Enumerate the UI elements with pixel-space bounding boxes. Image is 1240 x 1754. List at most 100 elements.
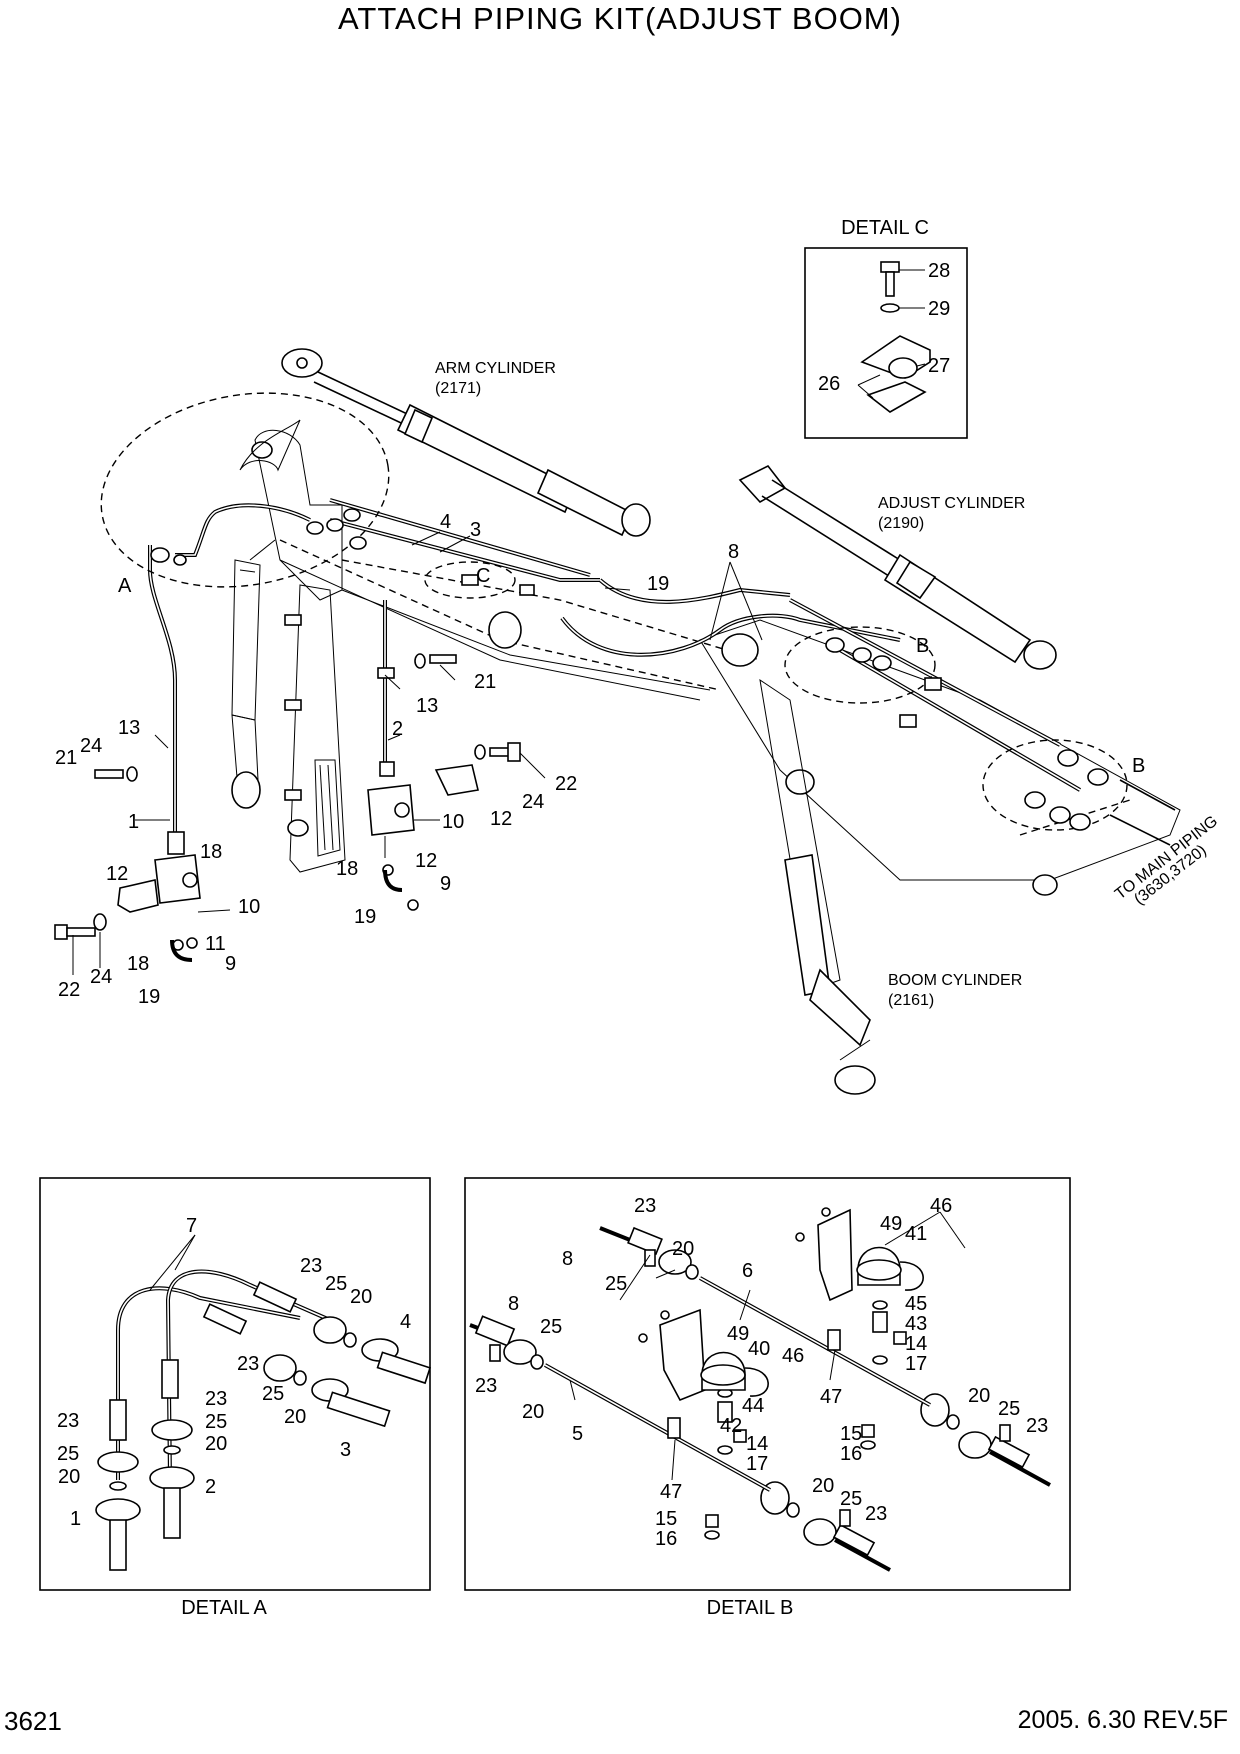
svg-text:24: 24: [522, 791, 544, 813]
svg-text:24: 24: [80, 735, 102, 757]
svg-text:49: 49: [880, 1213, 902, 1235]
svg-text:23: 23: [634, 1195, 656, 1217]
page-title: ATTACH PIPING KIT(ADJUST BOOM): [338, 1, 902, 36]
detail-c-frame: [804, 247, 968, 439]
svg-text:C: C: [476, 565, 490, 587]
svg-text:21: 21: [474, 671, 496, 693]
svg-text:22: 22: [58, 979, 80, 1001]
svg-text:20: 20: [812, 1475, 834, 1497]
svg-text:16: 16: [655, 1528, 677, 1550]
svg-text:16: 16: [840, 1443, 862, 1465]
svg-text:2: 2: [392, 718, 403, 740]
svg-text:19: 19: [354, 906, 376, 928]
detail-c-label: DETAIL C: [841, 217, 929, 239]
svg-text:25: 25: [840, 1488, 862, 1510]
svg-text:18: 18: [336, 858, 358, 880]
svg-text:4: 4: [440, 511, 451, 533]
washer-icon: [880, 303, 900, 313]
svg-text:10: 10: [442, 811, 464, 833]
svg-text:5: 5: [572, 1423, 583, 1445]
svg-text:A: A: [118, 575, 132, 597]
bolt-icon: [54, 654, 521, 940]
svg-text:44: 44: [742, 1395, 764, 1417]
svg-text:17: 17: [905, 1353, 927, 1375]
detail-b-outline-lower: [982, 739, 1128, 831]
svg-text:9: 9: [440, 873, 451, 895]
svg-text:12: 12: [490, 808, 512, 830]
svg-text:25: 25: [540, 1316, 562, 1338]
elbow-fitting: [383, 869, 403, 892]
detail-b-outline-upper: [784, 626, 936, 704]
svg-text:12: 12: [106, 863, 128, 885]
revision-date: 2005. 6.30 REV.5F: [1017, 1706, 1228, 1734]
detail-a-label: DETAIL A: [181, 1597, 267, 1619]
svg-text:6: 6: [742, 1260, 753, 1282]
svg-text:28: 28: [928, 260, 950, 282]
clamp-icon: [866, 381, 927, 413]
svg-text:25: 25: [205, 1411, 227, 1433]
svg-text:10: 10: [238, 896, 260, 918]
svg-text:13: 13: [118, 717, 140, 739]
svg-text:20: 20: [205, 1433, 227, 1455]
boom-structure: [249, 429, 1181, 896]
svg-text:15: 15: [655, 1508, 677, 1530]
svg-text:26: 26: [818, 373, 840, 395]
svg-text:23: 23: [237, 1353, 259, 1375]
svg-text:22: 22: [555, 773, 577, 795]
boom-cylinder: BOOM CYLINDER (2161): [759, 678, 1022, 1095]
svg-text:21: 21: [55, 747, 77, 769]
svg-text:4: 4: [400, 1311, 411, 1333]
svg-text:45: 45: [905, 1293, 927, 1315]
svg-text:15: 15: [840, 1423, 862, 1445]
svg-text:27: 27: [928, 355, 950, 377]
detail-a-outline: [100, 392, 390, 588]
svg-text:ADJUST CYLINDER: ADJUST CYLINDER: [878, 495, 1025, 512]
svg-text:20: 20: [522, 1401, 544, 1423]
svg-text:13: 13: [416, 695, 438, 717]
svg-text:1: 1: [128, 811, 139, 833]
svg-text:19: 19: [647, 573, 669, 595]
accumulator-icon: [700, 1246, 924, 1397]
svg-text:11: 11: [205, 933, 226, 955]
svg-text:25: 25: [998, 1398, 1020, 1420]
page-number: 3621: [4, 1706, 62, 1736]
svg-text:20: 20: [968, 1385, 990, 1407]
svg-text:8: 8: [508, 1293, 519, 1315]
svg-text:12: 12: [415, 850, 437, 872]
svg-text:18: 18: [200, 841, 222, 863]
washer-icon: [530, 1264, 960, 1540]
svg-text:19: 19: [138, 986, 160, 1008]
detail-c: DETAIL C 28 29 27 26: [804, 217, 968, 439]
svg-text:25: 25: [57, 1443, 79, 1465]
svg-text:14: 14: [905, 1333, 927, 1355]
svg-text:17: 17: [746, 1453, 768, 1475]
svg-text:20: 20: [672, 1238, 694, 1260]
washer-icon: [93, 653, 486, 951]
svg-text:43: 43: [905, 1313, 927, 1335]
svg-text:9: 9: [225, 953, 236, 975]
piping: [148, 498, 1176, 850]
svg-text:ARM CYLINDER: ARM CYLINDER: [435, 360, 556, 377]
arm-cylinder: ARM CYLINDER (2171): [281, 348, 651, 537]
svg-text:46: 46: [782, 1345, 804, 1367]
svg-text:42: 42: [720, 1415, 742, 1437]
svg-text:BOOM CYLINDER: BOOM CYLINDER: [888, 972, 1022, 989]
svg-text:29: 29: [928, 298, 950, 320]
svg-text:23: 23: [57, 1410, 79, 1432]
svg-text:23: 23: [205, 1388, 227, 1410]
main-callouts: 1 2 3 4 8 9 9 10 10 11 12 12 12 13 13 18…: [55, 511, 739, 1008]
svg-text:8: 8: [562, 1248, 573, 1270]
detail-c-outline: [424, 561, 516, 599]
detail-a: DETAIL A: [39, 1177, 432, 1619]
bolt-icon: [489, 1207, 1011, 1528]
svg-text:20: 20: [350, 1286, 372, 1308]
block-icon: [154, 761, 415, 904]
detail-b: DETAIL B: [464, 1177, 1071, 1619]
detail-b-label: DETAIL B: [707, 1597, 794, 1619]
svg-text:25: 25: [262, 1383, 284, 1405]
svg-text:24: 24: [90, 966, 112, 988]
svg-text:7: 7: [186, 1215, 197, 1237]
svg-text:20: 20: [284, 1406, 306, 1428]
svg-text:B: B: [1132, 755, 1145, 777]
svg-text:8: 8: [728, 541, 739, 563]
